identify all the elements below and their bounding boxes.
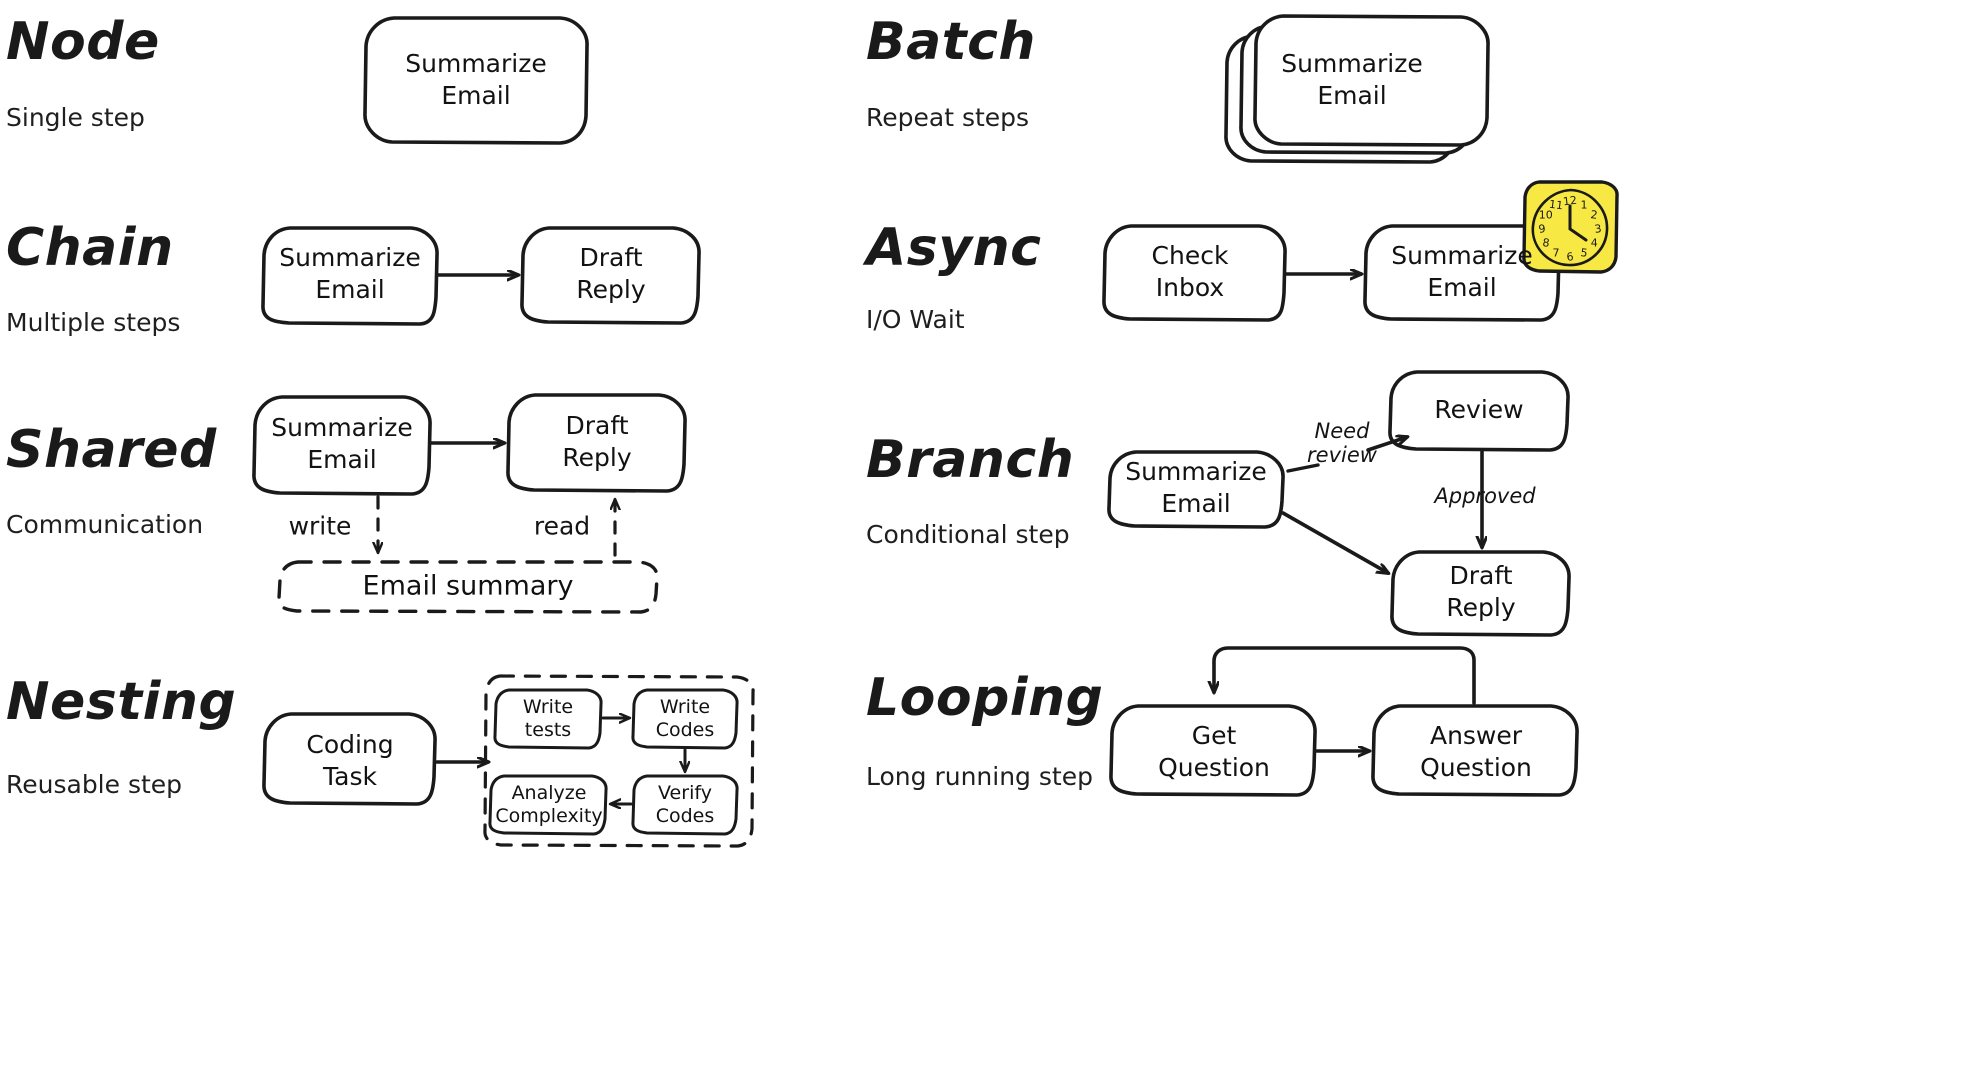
node-label-analyze-complexity: Analyze Complexity xyxy=(495,781,603,827)
node-label-chain-draft-reply: Draft Reply xyxy=(576,243,646,304)
section-title-branch: Branch xyxy=(866,430,1075,490)
edge-label-write: write xyxy=(288,511,352,541)
section-subtitle-nesting: Reusable step xyxy=(6,770,183,799)
clock-numeral-6: 6 xyxy=(1565,250,1575,264)
clock-numeral-12: 12 xyxy=(1562,193,1578,209)
clock-numeral-2: 2 xyxy=(1589,208,1599,222)
node-label-branch-review: Review xyxy=(1434,395,1524,424)
clock-numeral-8: 8 xyxy=(1541,236,1551,250)
edge-label-approved: Approved xyxy=(1434,484,1536,508)
node-label-write-tests: Write tests xyxy=(522,695,574,741)
section-title-batch: Batch xyxy=(866,12,1036,72)
node-label-coding-task: Coding Task xyxy=(306,730,394,791)
node-label-branch-draft-reply: Draft Reply xyxy=(1446,561,1516,622)
clock-numeral-7: 7 xyxy=(1552,246,1560,260)
shared-store-label: Email summary xyxy=(362,570,574,602)
node-label-branch-summarize-email: Summarize Email xyxy=(1125,457,1267,518)
clock-numeral-9: 9 xyxy=(1537,222,1547,236)
branch-arrow-direct xyxy=(1281,511,1388,573)
section-title-chain: Chain xyxy=(6,218,174,278)
clock-numeral-11: 11 xyxy=(1548,197,1564,213)
section-title-async: Async xyxy=(866,218,1042,278)
edge-label-need-review: Need review xyxy=(1307,419,1377,467)
node-label-summarize-email: Summarize Email xyxy=(405,49,547,110)
node-label-batch-summarize-email: Summarize Email xyxy=(1281,49,1423,110)
section-subtitle-looping: Long running step xyxy=(866,762,1093,791)
node-label-verify-codes: Verify Codes xyxy=(655,781,715,827)
section-subtitle-chain: Multiple steps xyxy=(6,308,181,337)
looping-arrow-back xyxy=(1214,646,1476,705)
section-subtitle-batch: Repeat steps xyxy=(866,103,1030,132)
clock-numeral-3: 3 xyxy=(1593,222,1603,236)
node-label-async-summarize-email: Summarize Email xyxy=(1391,241,1533,302)
node-label-get-question: Get Question xyxy=(1158,721,1270,782)
section-subtitle-node: Single step xyxy=(6,103,145,132)
node-label-async-check-inbox: Check Inbox xyxy=(1151,241,1229,302)
node-label-shared-draft-reply: Draft Reply xyxy=(562,411,632,472)
clock-numeral-5: 5 xyxy=(1579,246,1589,261)
clock-numeral-10: 10 xyxy=(1538,208,1553,222)
section-subtitle-async: I/O Wait xyxy=(866,305,965,334)
section-title-shared: Shared xyxy=(6,420,217,480)
clock-numeral-4: 4 xyxy=(1590,236,1598,250)
section-title-nesting: Nesting xyxy=(6,672,237,732)
node-label-write-codes: Write Codes xyxy=(655,695,715,741)
node-label-chain-summarize-email: Summarize Email xyxy=(279,243,421,304)
clock-numeral-1: 1 xyxy=(1580,198,1588,212)
section-title-node: Node xyxy=(6,12,160,72)
edge-label-read: read xyxy=(533,511,591,541)
section-title-looping: Looping xyxy=(866,668,1104,728)
node-label-shared-summarize-email: Summarize Email xyxy=(271,413,413,474)
section-subtitle-branch: Conditional step xyxy=(866,520,1070,549)
section-subtitle-shared: Communication xyxy=(6,510,204,539)
node-label-answer-question: Answer Question xyxy=(1420,721,1532,782)
